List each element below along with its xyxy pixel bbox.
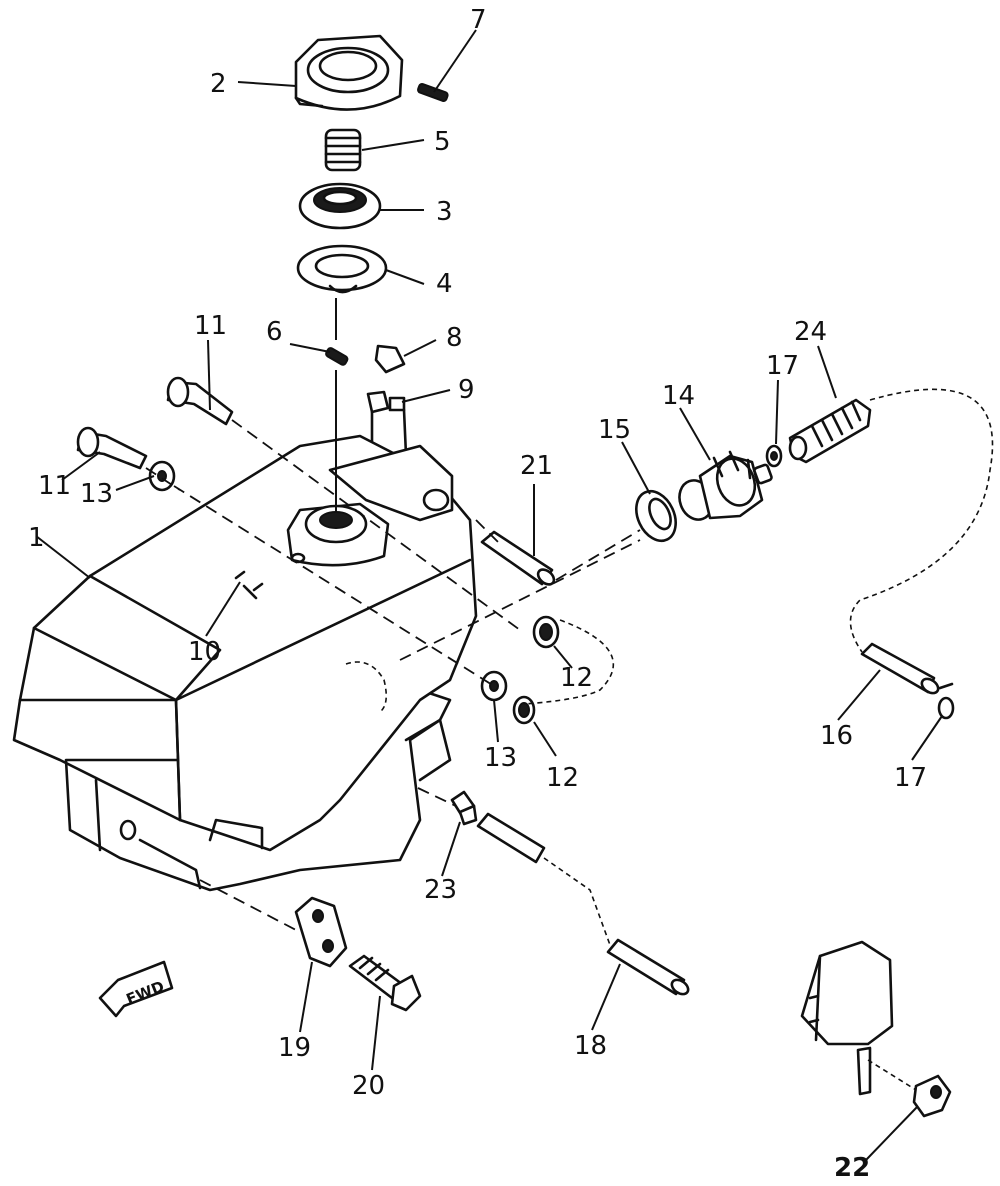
callout-8: 8 bbox=[446, 323, 463, 353]
callout-6: 6 bbox=[266, 317, 283, 347]
part-15-seal bbox=[635, 489, 677, 543]
callout-2: 2 bbox=[210, 69, 227, 99]
part-7-pin bbox=[417, 82, 449, 102]
part-23-bracket bbox=[294, 896, 348, 968]
part-19-hose bbox=[480, 530, 556, 586]
part-20-bolt bbox=[348, 954, 422, 1012]
part-17-clip-upper bbox=[765, 444, 783, 468]
assembly-lines bbox=[145, 388, 994, 1091]
callout-18: 18 bbox=[574, 1031, 607, 1061]
callout-12-lower: 12 bbox=[546, 763, 579, 793]
fwd-arrow-icon: FWD bbox=[98, 960, 174, 1018]
callout-9: 9 bbox=[458, 375, 475, 405]
callout-22: 24 bbox=[794, 317, 827, 347]
part-11-bolt-lower bbox=[76, 426, 148, 470]
part-4-gasket bbox=[296, 244, 388, 294]
callout-17-upper: 17 bbox=[766, 351, 799, 381]
part-21-clamp bbox=[450, 790, 478, 826]
callout-24: 22 bbox=[834, 1153, 870, 1183]
part-6-screw bbox=[325, 347, 349, 366]
callout-21: 23 bbox=[424, 875, 457, 905]
callout-16: 16 bbox=[820, 721, 853, 751]
callout-10: 10 bbox=[188, 637, 221, 667]
part-14-fuel-cock bbox=[678, 450, 773, 521]
callout-11-lower: 11 bbox=[38, 471, 71, 501]
part-21-hose bbox=[476, 812, 546, 864]
callout-19: 21 bbox=[520, 451, 553, 481]
callout-4: 4 bbox=[436, 269, 453, 299]
part-3-cap-seat bbox=[298, 182, 382, 230]
callout-5: 5 bbox=[434, 127, 451, 157]
part-11-bolt-upper bbox=[166, 376, 234, 426]
leader-lines bbox=[35, 29, 943, 1161]
part-2-filler-cap bbox=[294, 34, 404, 111]
callout-23: 19 bbox=[278, 1033, 311, 1063]
part-12-grommet-upper bbox=[532, 615, 560, 649]
part-13-washer-right bbox=[480, 670, 508, 702]
part-18-hose bbox=[606, 938, 690, 996]
callout-13-right: 13 bbox=[484, 743, 517, 773]
part-8-clip bbox=[374, 344, 406, 374]
part-16-hose bbox=[860, 642, 940, 695]
callout-13-left: 13 bbox=[80, 479, 113, 509]
callout-15: 15 bbox=[598, 415, 631, 445]
callout-14: 14 bbox=[662, 381, 695, 411]
part-1-fuel-tank bbox=[12, 434, 478, 892]
part-10-bolt bbox=[234, 570, 264, 600]
callouts: 2 7 5 3 4 6 8 9 11 11 13 1 10 12 12 13 2… bbox=[28, 5, 927, 1183]
part-5-spring bbox=[324, 128, 362, 172]
part-17-clip-lower bbox=[937, 682, 955, 720]
callout-20: 20 bbox=[352, 1071, 385, 1101]
part-22-filter bbox=[788, 398, 872, 464]
part-12-grommet-lower bbox=[512, 695, 536, 725]
callout-17-lower: 17 bbox=[894, 763, 927, 793]
callout-1: 1 bbox=[28, 523, 45, 553]
callout-12-upper: 12 bbox=[560, 663, 593, 693]
callout-11-upper: 11 bbox=[194, 311, 227, 341]
callout-7: 7 bbox=[470, 5, 487, 35]
part-24-unit bbox=[800, 940, 952, 1118]
callout-3: 3 bbox=[436, 197, 453, 227]
